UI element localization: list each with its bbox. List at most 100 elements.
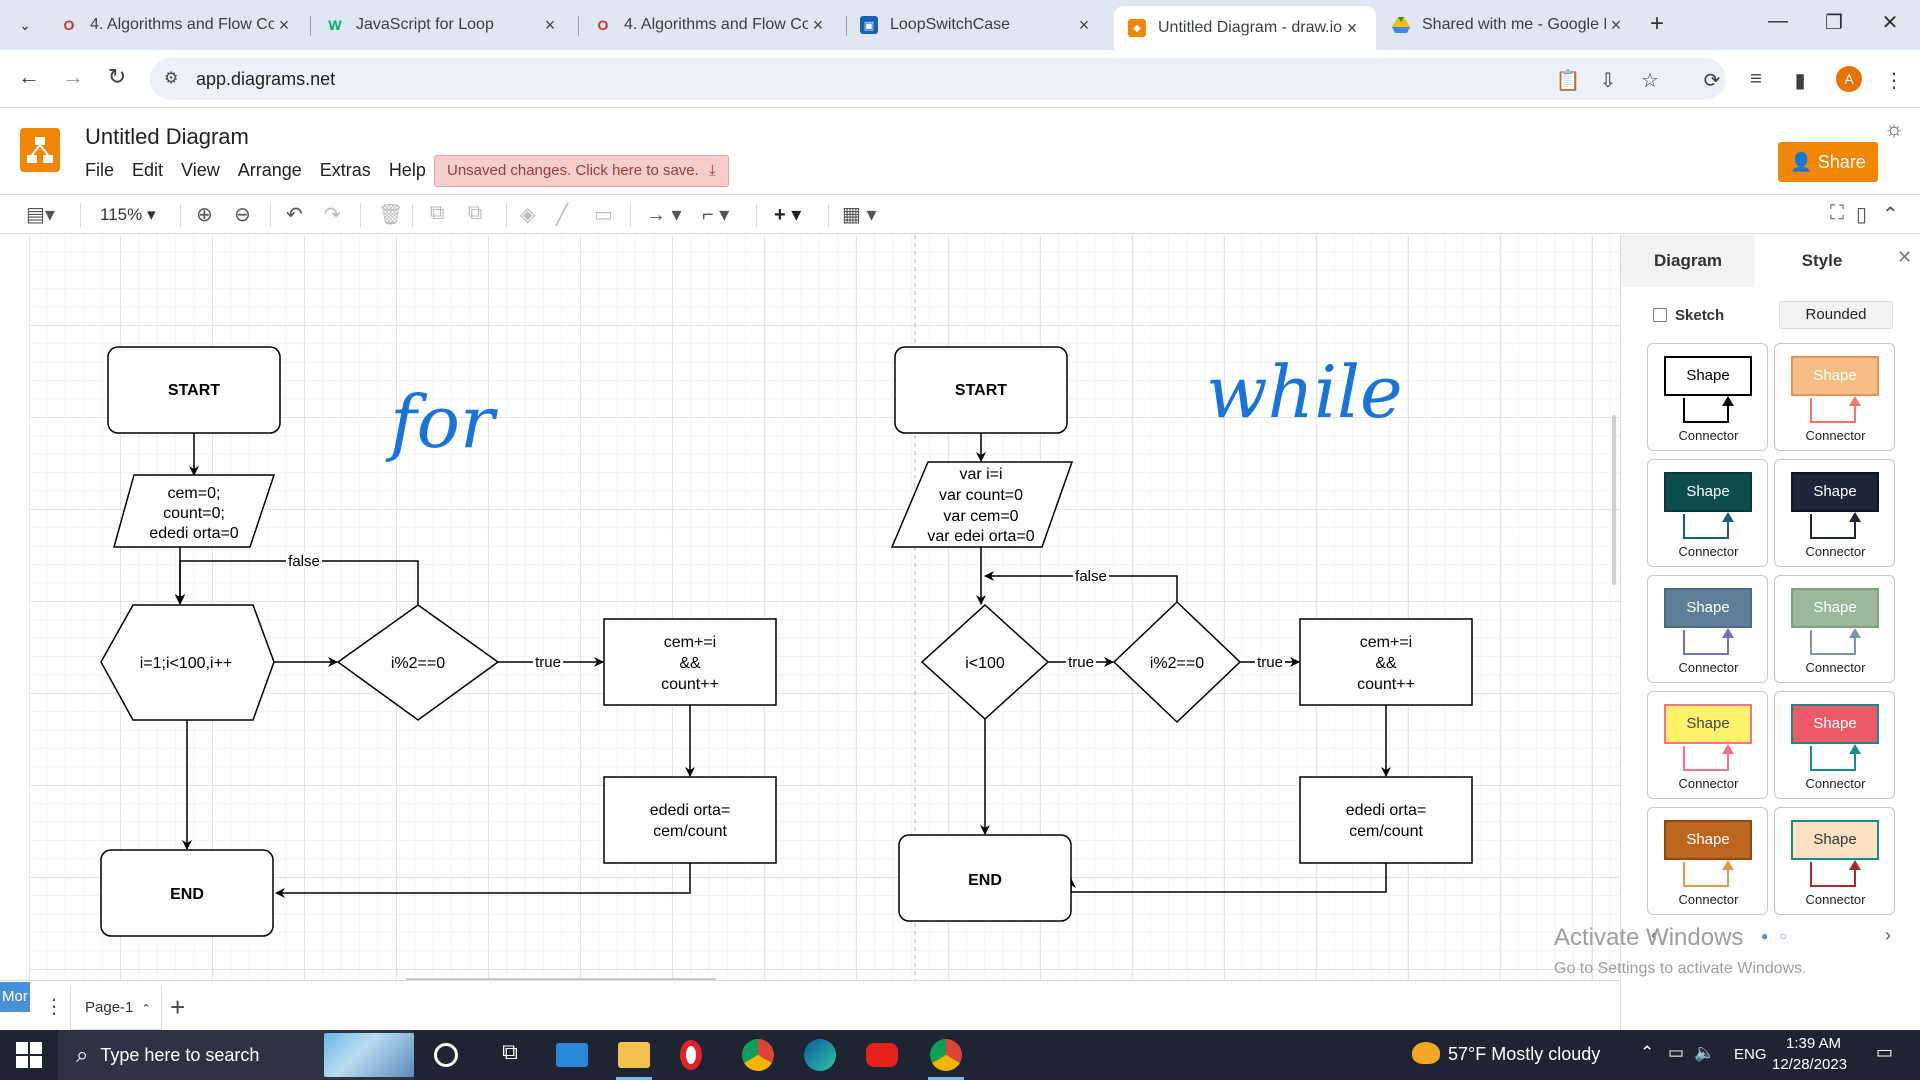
- undo-icon[interactable]: ↶: [286, 204, 303, 226]
- chevron-left-icon[interactable]: ‹: [1651, 925, 1657, 945]
- line-color-icon[interactable]: ╱: [556, 204, 569, 226]
- vertical-scrollbar[interactable]: [1612, 415, 1616, 585]
- mail-icon[interactable]: [556, 1043, 588, 1067]
- document-title[interactable]: Untitled Diagram: [85, 124, 249, 149]
- zoom-out-icon[interactable]: ⊖: [234, 204, 251, 226]
- install-app-icon[interactable]: ⇩: [1599, 70, 1617, 92]
- close-tab-icon[interactable]: ×: [544, 14, 556, 35]
- browser-tab-drawio[interactable]: ◆ Untitled Diagram - draw.io ×: [1114, 6, 1376, 50]
- more-shapes-tab[interactable]: Mor: [0, 982, 30, 1012]
- profile-avatar[interactable]: A: [1836, 66, 1862, 92]
- media-control-icon[interactable]: ≡: [1750, 68, 1762, 90]
- fill-color-icon[interactable]: ◈: [520, 204, 536, 226]
- shadow-icon[interactable]: ▭: [594, 204, 613, 226]
- forward-icon[interactable]: →: [62, 64, 84, 89]
- close-window-icon[interactable]: ✕: [1881, 12, 1899, 34]
- close-tab-icon[interactable]: ×: [1346, 17, 1358, 38]
- close-tab-icon[interactable]: ×: [1078, 14, 1090, 35]
- table-icon[interactable]: ▦ ▾: [842, 204, 877, 226]
- back-icon[interactable]: ←: [18, 64, 40, 89]
- zoom-in-icon[interactable]: ⊕: [196, 204, 213, 226]
- to-back-icon[interactable]: ⧉: [468, 202, 483, 224]
- clock-time[interactable]: 1:39 AM: [1786, 1035, 1842, 1052]
- menu-help[interactable]: Help: [388, 160, 426, 180]
- clipboard-icon[interactable]: 📋: [1555, 70, 1581, 92]
- menu-view[interactable]: View: [181, 160, 220, 180]
- fullscreen-icon[interactable]: ⛶: [1830, 202, 1844, 224]
- chrome-profile-taskbar-icon[interactable]: [930, 1039, 962, 1071]
- rounded-button[interactable]: Rounded: [1779, 301, 1893, 329]
- format-toggle-icon[interactable]: ▯: [1856, 204, 1868, 226]
- network-icon[interactable]: ▭: [1668, 1043, 1685, 1062]
- close-tab-icon[interactable]: ×: [1610, 14, 1622, 35]
- tab-diagram[interactable]: Diagram: [1621, 235, 1755, 287]
- menu-file[interactable]: File: [85, 160, 115, 180]
- browser-tab-algorithms-2[interactable]: O 4. Algorithms and Flow Co ×: [580, 8, 842, 42]
- theme-sun-icon[interactable]: ☼: [1884, 116, 1905, 141]
- opera-taskbar-icon[interactable]: [680, 1040, 702, 1070]
- cortana-icon[interactable]: [434, 1043, 458, 1067]
- notification-center-icon[interactable]: ▭: [1876, 1042, 1894, 1062]
- taskbar-search-box[interactable]: ⌕ Type here to search: [58, 1030, 414, 1080]
- menu-arrange[interactable]: Arrange: [237, 160, 302, 180]
- zoom-select[interactable]: 115% ▾: [100, 205, 156, 224]
- connection-style-icon[interactable]: → ▾: [646, 204, 682, 226]
- collapsed-shapes-panel[interactable]: [0, 235, 30, 980]
- browser-tab-google-drive[interactable]: Shared with me - Google D ×: [1378, 8, 1640, 42]
- share-button[interactable]: 👤 Share: [1778, 142, 1878, 182]
- delete-icon[interactable]: 🗑: [378, 204, 404, 226]
- format-panel-icon[interactable]: ▤▾: [26, 204, 55, 226]
- browser-menu-icon[interactable]: ⋮: [1884, 70, 1904, 92]
- volume-icon[interactable]: 🔈: [1694, 1043, 1716, 1062]
- menu-edit[interactable]: Edit: [132, 160, 164, 180]
- add-page-icon[interactable]: +: [170, 992, 186, 1022]
- menu-extras[interactable]: Extras: [319, 160, 371, 180]
- browser-tab-algorithms-1[interactable]: O 4. Algorithms and Flow Co ×: [46, 8, 308, 42]
- site-settings-icon[interactable]: ⚙: [164, 70, 179, 87]
- tab-style[interactable]: Style: [1801, 251, 1843, 270]
- redo-icon[interactable]: ↷: [324, 204, 341, 226]
- language-indicator[interactable]: ENG: [1734, 1046, 1767, 1063]
- pages-menu-icon[interactable]: ⋮: [44, 996, 64, 1018]
- close-tab-icon[interactable]: ×: [812, 14, 824, 35]
- to-front-icon[interactable]: ⧉: [430, 202, 445, 224]
- file-explorer-icon[interactable]: [618, 1042, 650, 1068]
- clock-date[interactable]: 12/28/2023: [1772, 1056, 1848, 1073]
- sketch-checkbox[interactable]: Sketch: [1653, 307, 1724, 324]
- show-hidden-icons-chevron-icon[interactable]: ⌃: [1640, 1043, 1655, 1062]
- tab-search-chevron-icon[interactable]: ⌄: [19, 17, 31, 33]
- browser-tab-loopswitchcase[interactable]: ▣ LoopSwitchCase ×: [846, 8, 1108, 42]
- diagram-canvas[interactable]: START cem=0; count=0; ededi orta=0 i=1;i…: [30, 235, 1620, 980]
- close-panel-icon[interactable]: ✕: [1897, 247, 1913, 267]
- restore-icon[interactable]: ❐: [1825, 12, 1843, 34]
- browser-tab-javascript-for-loop[interactable]: W JavaScript for Loop ×: [312, 8, 574, 42]
- bookmark-star-icon[interactable]: ☆: [1641, 70, 1659, 92]
- insert-plus-icon[interactable]: + ▾: [774, 204, 802, 226]
- chevron-right-icon[interactable]: ›: [1885, 925, 1891, 945]
- waypoints-icon[interactable]: ⌐ ▾: [702, 204, 730, 226]
- reload-icon[interactable]: ↻: [107, 64, 127, 89]
- new-tab-icon[interactable]: +: [1650, 10, 1665, 37]
- youtube-taskbar-icon[interactable]: [866, 1043, 898, 1067]
- unsaved-changes-button[interactable]: Unsaved changes. Click here to save. ⤓: [434, 155, 729, 187]
- extension-icon[interactable]: ⟳: [1703, 70, 1721, 92]
- chrome-taskbar-icon[interactable]: [742, 1039, 774, 1071]
- page-tab[interactable]: Page-1 ⌃: [70, 986, 162, 1030]
- close-tab-icon[interactable]: ×: [278, 14, 290, 35]
- minimize-icon[interactable]: —: [1768, 10, 1788, 32]
- collapse-icon[interactable]: ⌃: [1882, 204, 1899, 226]
- url-field[interactable]: ⚙ app.diagrams.net: [150, 58, 1726, 100]
- edge-taskbar-icon[interactable]: [804, 1039, 836, 1071]
- weather-widget[interactable]: 57°F Mostly cloudy: [1412, 1042, 1600, 1065]
- windows-start-icon[interactable]: [16, 1042, 42, 1068]
